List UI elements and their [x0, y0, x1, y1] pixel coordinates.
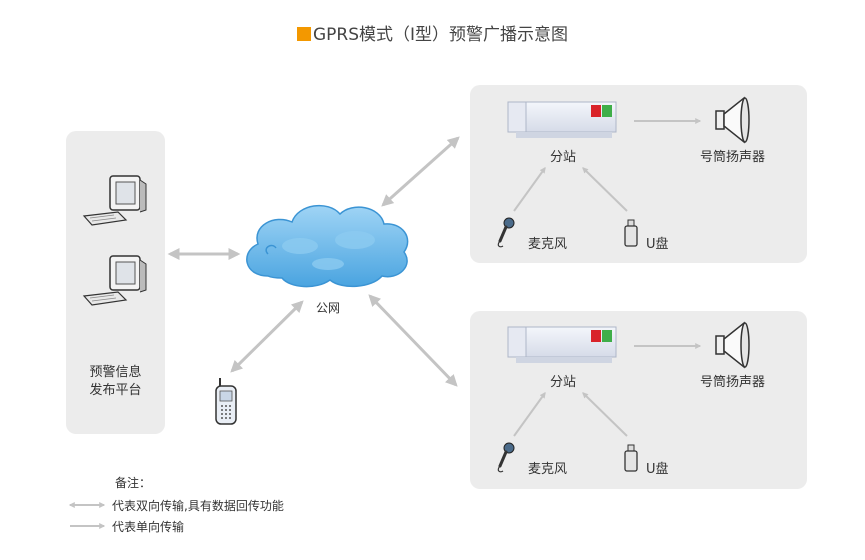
horn-speaker-icon — [715, 96, 750, 144]
arrow-usb1-sub — [582, 167, 628, 212]
legend-single-text: 代表单向传输 — [112, 520, 185, 534]
title-marker — [296, 27, 311, 41]
arrow-cloud-phone — [230, 300, 304, 373]
speaker-label: 号筒扬声器 — [700, 375, 766, 390]
platform-label-line1: 预警信息 — [89, 365, 142, 380]
substation-device-icon — [507, 326, 617, 363]
speaker-label: 号筒扬声器 — [700, 150, 766, 165]
title-text: GPRS模式（I型）预警广播示意图 — [312, 25, 569, 45]
substation-device-icon — [507, 101, 617, 138]
microphone-icon — [497, 442, 515, 473]
platform-label-line2: 发布平台 — [89, 383, 142, 398]
usb-label: U盘 — [646, 462, 669, 477]
arrow-cloud-station-2 — [368, 294, 458, 387]
platform-label: 预警信息 发布平台 — [66, 364, 165, 400]
mobile-phone-icon — [215, 378, 237, 425]
diagram-title: GPRS模式（I型）预警广播示意图 — [0, 20, 865, 45]
arrow-usb2-sub — [582, 392, 628, 437]
arrow-mic2-sub — [513, 392, 546, 437]
usb-drive-icon — [624, 444, 638, 472]
legend-double-text: 代表双向传输,具有数据回传功能 — [112, 499, 284, 513]
arrow-cloud-station-1 — [381, 136, 460, 207]
cloud-icon — [246, 204, 409, 288]
mic-label: 麦克风 — [528, 462, 568, 477]
legend-heading: 备注： — [115, 476, 152, 490]
substation-label: 分站 — [550, 375, 577, 390]
computer-icon — [82, 255, 147, 306]
usb-drive-icon — [624, 219, 638, 247]
mic-label: 麦克风 — [528, 237, 568, 252]
horn-speaker-icon — [715, 321, 750, 369]
arrow-mic1-sub — [513, 167, 546, 212]
microphone-icon — [497, 217, 515, 248]
computer-icon — [82, 175, 147, 226]
substation-label: 分站 — [550, 150, 577, 165]
cloud-label: 公网 — [316, 301, 341, 315]
usb-label: U盘 — [646, 237, 669, 252]
